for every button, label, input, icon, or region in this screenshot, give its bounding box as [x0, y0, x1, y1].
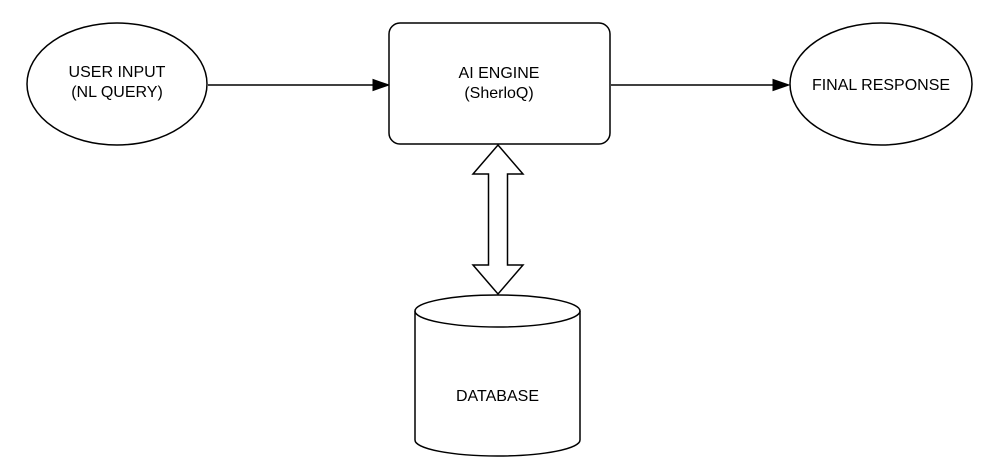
- database-cylinder-body: [414, 311, 581, 457]
- final-response-label: FINAL RESPONSE: [812, 77, 950, 94]
- ai-engine-label-line1: AI ENGINE: [459, 65, 540, 82]
- node-ai-engine: AI ENGINE (SherloQ): [388, 22, 611, 145]
- user-input-label-line2: (NL QUERY): [71, 84, 163, 101]
- database-cylinder-top: [414, 294, 581, 328]
- arrowhead-right-icon: [772, 78, 791, 92]
- user-input-ellipse: [26, 22, 208, 146]
- database-label: DATABASE: [456, 388, 539, 405]
- node-user-input: USER INPUT (NL QUERY): [26, 22, 208, 146]
- double-arrow-icon: [471, 143, 525, 296]
- edge-user-input-to-ai-engine: [208, 78, 391, 92]
- node-final-response: FINAL RESPONSE: [789, 22, 973, 146]
- final-response-ellipse: [789, 22, 973, 146]
- arrowhead-right-icon: [372, 78, 391, 92]
- node-database: DATABASE: [414, 294, 581, 457]
- user-input-label-line1: USER INPUT: [69, 64, 166, 81]
- ai-engine-label-line2: (SherloQ): [464, 85, 533, 102]
- ai-engine-box: [388, 22, 611, 145]
- edge-ai-engine-to-database: [471, 143, 525, 296]
- edge-ai-engine-to-final-response: [611, 78, 791, 92]
